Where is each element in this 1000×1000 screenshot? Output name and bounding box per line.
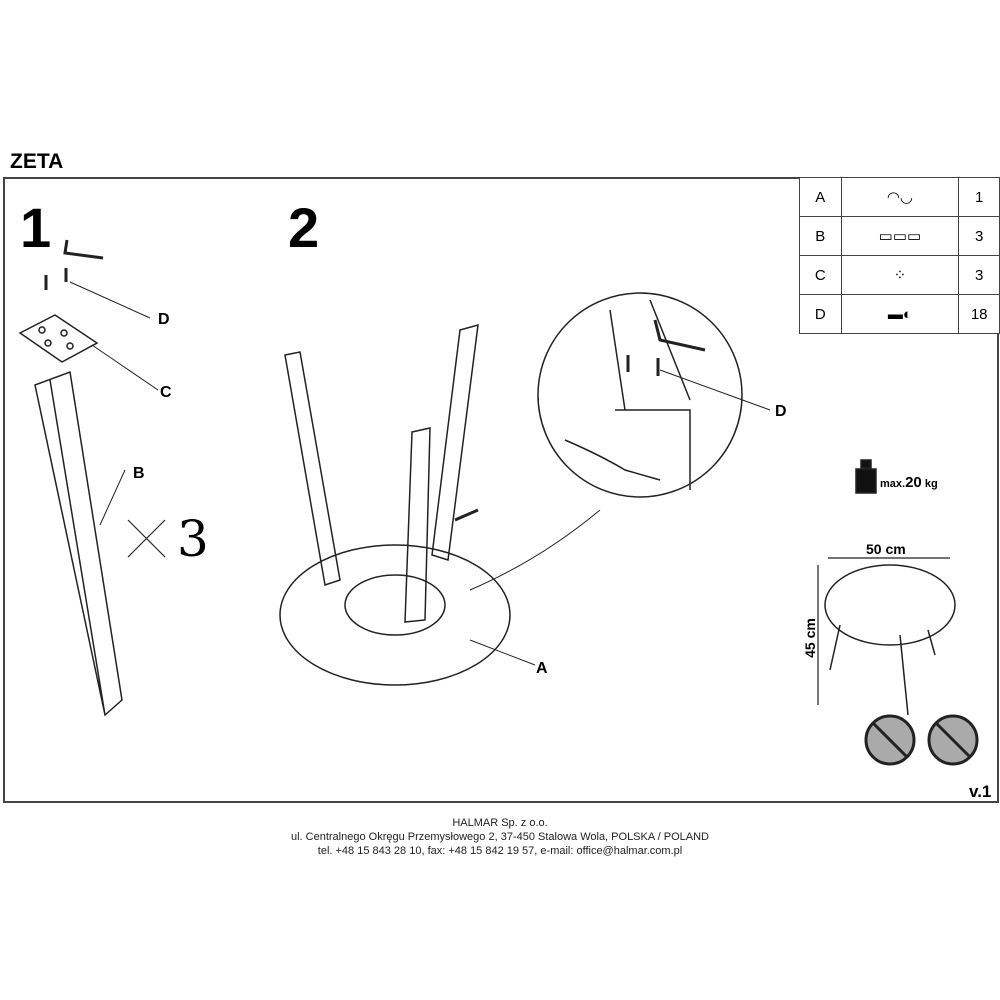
parts-table: A◠◡1 B▭▭▭3 C⁘3 D▬◐18 bbox=[799, 177, 1000, 334]
part-id: B bbox=[799, 216, 842, 256]
part-id: C bbox=[799, 255, 842, 295]
leg-icon: ▭▭▭ bbox=[840, 216, 960, 256]
table-row: A◠◡1 bbox=[799, 177, 1000, 217]
product-title: ZETA bbox=[10, 150, 64, 173]
screw-icon: ▬◐ bbox=[840, 294, 960, 334]
label-d: D bbox=[158, 311, 170, 328]
height-dimension: 45 cm bbox=[801, 618, 818, 658]
label-b: B bbox=[133, 465, 145, 482]
no-standing-icon bbox=[927, 714, 979, 766]
leg-assembly-illustration bbox=[18, 239, 166, 717]
table-row: B▭▭▭3 bbox=[799, 216, 1000, 256]
max-value: 20 bbox=[905, 474, 922, 491]
part-qty: 3 bbox=[958, 255, 1000, 295]
part-id: A bbox=[799, 177, 842, 217]
weight-icon bbox=[855, 459, 877, 494]
tabletop-icon: ◠◡ bbox=[840, 177, 960, 217]
part-qty: 1 bbox=[958, 177, 1000, 217]
table-row: D▬◐18 bbox=[799, 294, 1000, 334]
step-2-number: 2 bbox=[288, 196, 320, 259]
max-load-label: max.20 kg bbox=[880, 474, 938, 491]
version-label: v.1 bbox=[969, 782, 992, 801]
company-name: HALMAR Sp. z o.o. bbox=[452, 817, 548, 829]
company-contact: tel. +48 15 843 28 10, fax: +48 15 842 1… bbox=[317, 845, 683, 857]
instruction-frame bbox=[3, 177, 999, 803]
quantity-multiplier: 3 bbox=[177, 510, 209, 568]
part-qty: 3 bbox=[958, 216, 1000, 256]
plate-icon: ⁘ bbox=[840, 255, 960, 295]
company-address: ul. Centralnego Okręgu Przemysłowego 2, … bbox=[290, 831, 709, 843]
detail-label-d: D bbox=[775, 403, 787, 420]
part-id: D bbox=[799, 294, 842, 334]
step-1-number: 1 bbox=[20, 196, 52, 259]
label-c: C bbox=[160, 384, 172, 401]
no-climbing-icon bbox=[864, 714, 916, 766]
table-assembly-illustration bbox=[279, 292, 771, 686]
max-unit: kg bbox=[924, 478, 938, 490]
label-a: A bbox=[536, 660, 548, 677]
part-qty: 18 bbox=[958, 294, 1000, 334]
dimension-illustration bbox=[817, 557, 956, 716]
max-prefix: max. bbox=[880, 478, 906, 490]
table-row: C⁘3 bbox=[799, 255, 1000, 295]
footer: HALMAR Sp. z o.o. ul. Centralnego Okręgu… bbox=[0, 816, 1000, 858]
width-dimension: 50 cm bbox=[866, 541, 906, 557]
